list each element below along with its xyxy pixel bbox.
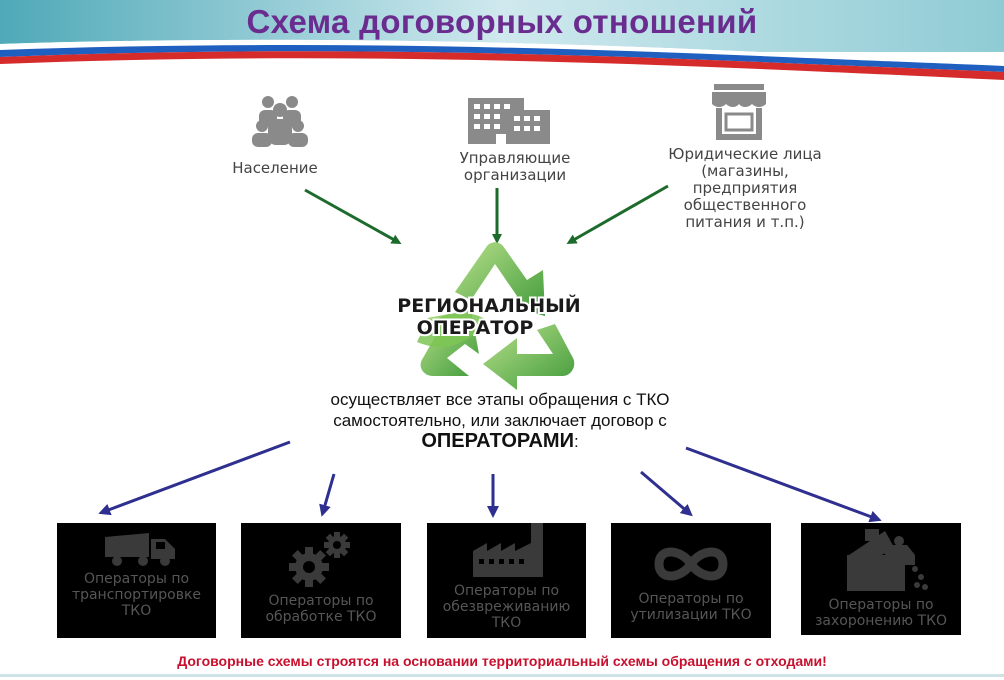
- arrow-to-processing: [319, 473, 336, 517]
- arrow-from-legal-entities: [566, 184, 669, 244]
- source-management-companies: Управляющие организации: [459, 149, 571, 184]
- operator-box-neutralization: Операторы по обезвреживанию ТКО: [427, 523, 586, 638]
- recycle-icon: [417, 242, 575, 390]
- operator-label-burial: Операторы по захоронению ТКО: [814, 597, 948, 629]
- operator-description: осуществляет все этапы обращения с ТКО с…: [270, 389, 730, 452]
- garbage-truck-icon: [105, 533, 175, 566]
- description-suffix: :: [573, 432, 579, 451]
- source-legal-entities: Юридические лица (магазины, предприятия …: [668, 145, 822, 231]
- header-banner: Схема договорных отношений: [0, 0, 1004, 80]
- description-line-1: осуществляет все этапы обращения с ТКО: [330, 390, 670, 409]
- people-icon: [252, 96, 308, 147]
- description-line-2: самостоятельно, или заключает договор с: [333, 411, 667, 430]
- operator-label-utilization: Операторы по утилизации ТКО: [630, 591, 752, 623]
- landfill-truck-icon: [847, 529, 928, 591]
- logo-line-2: ОПЕРАТОР: [417, 317, 534, 339]
- arrow-from-population: [304, 188, 402, 244]
- bottom-divider: [0, 674, 1004, 677]
- building-icon: [468, 98, 550, 144]
- source-population: Население: [232, 159, 318, 177]
- arrow-to-transport: [98, 440, 291, 516]
- infinity-icon: [654, 547, 728, 581]
- footer-note: Договорные схемы строятся на основании т…: [177, 653, 827, 669]
- page-title: Схема договорных отношений: [246, 3, 758, 40]
- operator-label-neutralization: Операторы по обезвреживанию ТКО: [442, 583, 571, 631]
- operator-box-utilization: Операторы по утилизации ТКО: [611, 523, 771, 638]
- operator-box-transport: Операторы по транспортировке ТКО: [57, 523, 216, 638]
- factory-icon: [473, 523, 543, 577]
- operators-emphasis: ОПЕРАТОРАМИ: [421, 430, 574, 452]
- description-line-3: ОПЕРАТОРАМИ:: [270, 431, 730, 452]
- arrow-to-utilization: [640, 470, 693, 517]
- operator-box-burial: Операторы по захоронению ТКО: [801, 523, 961, 635]
- store-icon: [712, 84, 766, 140]
- operator-label-processing: Операторы по обработке ТКО: [265, 593, 377, 625]
- operator-label-transport: Операторы по транспортировке ТКО: [71, 571, 202, 619]
- header-background: [0, 0, 1004, 80]
- operator-box-processing: Операторы по обработке ТКО: [241, 523, 401, 638]
- gears-icon: [289, 532, 350, 587]
- logo-line-1: РЕГИОНАЛЬНЫЙ: [397, 294, 580, 317]
- regional-operator-logo: РЕГИОНАЛЬНЫЙ ОПЕРАТОР: [395, 292, 582, 341]
- arrow-to-burial: [685, 446, 882, 523]
